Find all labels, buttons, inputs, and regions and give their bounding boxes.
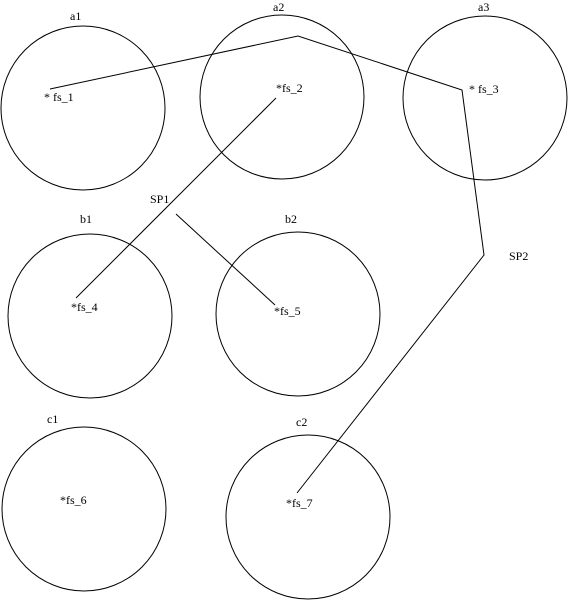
region-b2-circle: [215, 231, 381, 397]
node-fs-5-label: *fs_5: [274, 304, 301, 318]
path-sp2-label: SP2: [509, 249, 528, 263]
node-fs-3-label: * fs_3: [469, 82, 499, 96]
region-b1-circle: [7, 233, 173, 399]
node-fs-6-label: *fs_6: [60, 493, 87, 507]
sp2-path: [49, 35, 485, 494]
path-sp1-label: SP1: [150, 192, 169, 206]
region-a2-circle: [199, 14, 365, 180]
region-b1-label: b1: [80, 212, 92, 226]
sp1-path-branch-b: [175, 213, 276, 306]
node-fs-2-label: *fs_2: [276, 81, 303, 95]
region-a2-label: a2: [273, 0, 284, 14]
region-a1-label: a1: [70, 9, 81, 23]
region-a3-circle: [402, 15, 568, 181]
sp1-path-branch-a: [75, 97, 277, 299]
region-c1-circle: [1, 426, 167, 592]
region-b2-label: b2: [285, 212, 297, 226]
region-c2-circle: [225, 434, 391, 600]
node-fs-4-label: *fs_4: [71, 300, 98, 314]
region-a1-circle: [0, 25, 166, 191]
node-fs-7-label: *fs_7: [286, 496, 313, 510]
region-c1-label: c1: [47, 412, 58, 426]
region-a3-label: a3: [478, 0, 489, 14]
node-fs-1-label: * fs_1: [44, 90, 74, 104]
region-c2-label: c2: [296, 415, 307, 429]
